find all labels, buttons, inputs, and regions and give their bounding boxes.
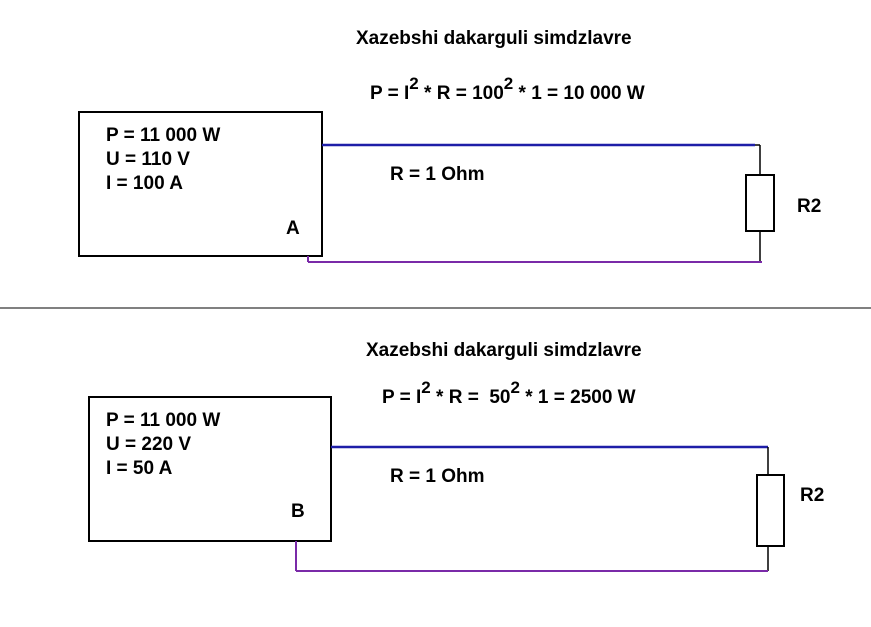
source-a-params: P = 11 000 W U = 110 V I = 100 A xyxy=(106,124,220,196)
panel-b-title: Xazebshi dakarguli simdzlavre xyxy=(366,340,642,361)
formula-b-lhs: P = I xyxy=(382,387,422,408)
source-b-power: P = 11 000 W xyxy=(106,410,221,431)
formula-b-exp1: 2 xyxy=(421,377,431,397)
formula-a-rhs: * 1 = 10 000 W xyxy=(518,83,645,104)
load-label-b: R2 xyxy=(800,485,825,506)
resistor-r2-a xyxy=(745,174,775,232)
load-label-a: R2 xyxy=(797,196,822,217)
formula-a-exp2: 2 xyxy=(503,73,514,93)
source-b-current: I = 50 A xyxy=(106,458,173,479)
panel-b-formula: P = I2 * R = 502 * 1 = 2500 W xyxy=(382,379,636,408)
line-resistance-a: R = 1 Ohm xyxy=(390,164,485,185)
source-a-power: P = 11 000 W xyxy=(106,125,221,146)
source-b-label: B xyxy=(291,501,305,522)
resistor-r2-b xyxy=(756,474,785,547)
formula-b-mid: * R = 50 xyxy=(436,387,511,408)
formula-b-exp2: 2 xyxy=(510,377,520,397)
source-box-b xyxy=(88,396,332,542)
source-a-label: A xyxy=(286,218,300,239)
source-a-current: I = 100 A xyxy=(106,173,183,194)
formula-a-exp1: 2 xyxy=(409,73,419,93)
source-box-a xyxy=(78,111,323,257)
source-a-voltage: U = 110 V xyxy=(106,149,190,170)
panel-a-title: Xazebshi dakarguli simdzlavre xyxy=(356,28,632,49)
source-b-voltage: U = 220 V xyxy=(106,434,192,455)
formula-a-lhs: P = I xyxy=(370,83,410,104)
source-b-params: P = 11 000 W U = 220 V I = 50 A xyxy=(106,409,220,481)
line-resistance-b: R = 1 Ohm xyxy=(390,466,485,487)
panel-a-formula: P = I2 * R = 1002 * 1 = 10 000 W xyxy=(370,75,645,104)
formula-a-mid: * R = 100 xyxy=(424,83,504,104)
formula-b-rhs: * 1 = 2500 W xyxy=(525,387,636,408)
